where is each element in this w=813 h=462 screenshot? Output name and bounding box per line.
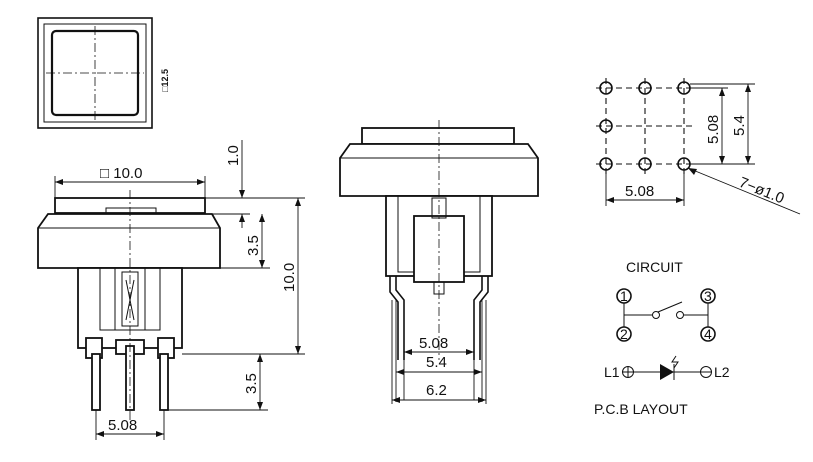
pcb-vertical-pitch-label: 5.08 xyxy=(705,115,722,144)
arrow xyxy=(676,197,684,203)
pcb-horizontal-pitch-label: 5.08 xyxy=(625,183,654,200)
arrow xyxy=(745,84,751,92)
side-dim-mid-label: 5.4 xyxy=(426,354,447,371)
top-view-outer xyxy=(37,17,153,129)
arrow xyxy=(396,369,404,375)
pcb-layout: 5.08 5.4 5.08 7−ø1.0 xyxy=(596,78,801,215)
arrow xyxy=(295,346,301,354)
arrow xyxy=(259,214,265,222)
front-housing xyxy=(37,213,221,269)
circuit-switch-contact xyxy=(652,311,660,319)
side-terminal-left-back xyxy=(389,276,399,360)
arrow xyxy=(719,156,725,164)
arrow xyxy=(392,397,400,403)
arrow xyxy=(239,190,245,198)
arrow xyxy=(257,402,263,410)
arrow xyxy=(295,198,301,206)
pcb-hole xyxy=(638,157,652,171)
side-dim-outer-label: 6.2 xyxy=(426,382,447,399)
top-view-frame xyxy=(43,23,147,123)
front-cap-offset-label: 1.0 xyxy=(225,145,242,166)
side-cap-top xyxy=(361,127,515,145)
front-pin xyxy=(91,353,101,411)
arrow xyxy=(259,260,265,268)
arrow xyxy=(197,179,205,185)
circuit: CIRCUIT 1 2 3 4 L1 L2 P.C.B LAYOUT xyxy=(594,259,730,417)
circuit-pin-3: 3 xyxy=(704,288,712,304)
circuit-led-emission-icon xyxy=(671,355,679,369)
top-view-size-label: □12.5 xyxy=(160,69,170,92)
arrow xyxy=(96,431,104,437)
pcb-hole xyxy=(599,119,613,133)
arrow xyxy=(478,397,486,403)
arrow xyxy=(688,168,697,175)
circuit-switch-contact xyxy=(676,311,684,319)
front-top-dim-label: □ 10.0 xyxy=(100,165,142,182)
circuit-led-left-terminal xyxy=(622,366,634,378)
front-pin xyxy=(159,353,169,411)
front-cap-height-label: 3.5 xyxy=(245,235,262,256)
pcb-hole-leader xyxy=(687,167,801,215)
circuit-led-right-terminal xyxy=(700,366,712,378)
pcb-hole-note: 7−ø1.0 xyxy=(737,174,787,207)
circuit-led-left-label: L1 xyxy=(604,364,620,380)
circuit-pin-4: 4 xyxy=(704,326,712,342)
pcb-layout-title: P.C.B LAYOUT xyxy=(594,401,688,417)
arrow xyxy=(239,214,245,222)
arrow xyxy=(474,369,482,375)
front-view: □ 10.0 1.0 3.5 xyxy=(37,140,305,440)
arrow xyxy=(55,179,63,185)
pcb-hole xyxy=(599,81,613,95)
front-total-height-label: 10.0 xyxy=(281,263,298,292)
top-view: □12.5 xyxy=(37,17,170,129)
arrow xyxy=(257,354,263,362)
circuit-switch-blade xyxy=(657,301,683,313)
arrow xyxy=(719,88,725,96)
side-terminal-left xyxy=(395,276,405,360)
circuit-led-diode xyxy=(660,364,674,380)
side-terminal-right-back xyxy=(479,276,489,360)
circuit-led-right-label: L2 xyxy=(714,364,730,380)
side-dim-inner-label: 5.08 xyxy=(419,335,448,352)
arrow xyxy=(466,349,474,355)
arrow xyxy=(745,156,751,164)
pcb-vertical-outer-label: 5.4 xyxy=(731,115,748,136)
side-terminal-right xyxy=(473,276,483,360)
pcb-hole xyxy=(638,81,652,95)
circuit-pin-2: 2 xyxy=(620,326,628,342)
side-view: 5.08 5.4 6.2 xyxy=(339,120,539,404)
front-pin-length-label: 3.5 xyxy=(243,373,260,394)
arrow xyxy=(404,349,412,355)
circuit-title: CIRCUIT xyxy=(626,259,683,275)
front-pin-pitch-label: 5.08 xyxy=(108,417,137,434)
circuit-pin-1: 1 xyxy=(620,288,628,304)
arrow xyxy=(156,431,164,437)
arrow xyxy=(606,197,614,203)
